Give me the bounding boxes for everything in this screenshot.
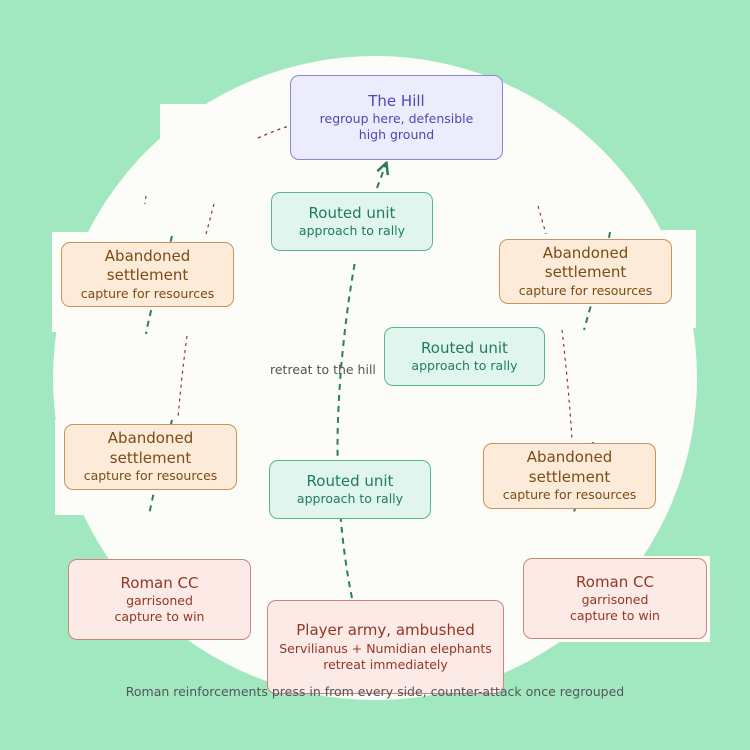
retreat-label: retreat to the hill bbox=[270, 362, 376, 377]
routed-unit-top[interactable]: Routed unit approach to rally bbox=[271, 192, 433, 251]
roman-cc-west-goal: capture to win bbox=[114, 609, 205, 625]
roman-cc-east[interactable]: Roman CC garrisoned capture to win bbox=[523, 558, 707, 639]
settlement-east-desc: capture for resources bbox=[502, 487, 637, 503]
player-army-units: Servilianus + Numidian elephants bbox=[279, 640, 492, 656]
roman-cc-west[interactable]: Roman CC garrisoned capture to win bbox=[68, 559, 251, 640]
settlement-northwest[interactable]: Abandoned settlement capture for resourc… bbox=[61, 242, 234, 307]
hill-desc-line1: regroup here, defensible bbox=[319, 111, 474, 126]
settlement-northwest-title: Abandoned settlement bbox=[104, 246, 191, 285]
player-army[interactable]: Player army, ambushed Servilianus + Numi… bbox=[267, 600, 504, 694]
hill-desc-line2: high ground bbox=[358, 127, 435, 143]
routed-unit-lower-title: Routed unit bbox=[306, 471, 394, 490]
hill-node[interactable]: The Hill regroup here, defensible high g… bbox=[290, 75, 503, 160]
routed-unit-top-title: Routed unit bbox=[308, 203, 396, 222]
roman-cc-west-status: garrisoned bbox=[126, 593, 193, 608]
settlement-northeast-desc: capture for resources bbox=[518, 282, 653, 298]
player-army-order: retreat immediately bbox=[323, 656, 448, 672]
roman-cc-east-status: garrisoned bbox=[581, 592, 649, 607]
settlement-west[interactable]: Abandoned settlement capture for resourc… bbox=[64, 424, 237, 490]
routed-unit-middle[interactable]: Routed unit approach to rally bbox=[384, 327, 545, 386]
hill-approach-arrow bbox=[376, 164, 386, 189]
routed-unit-middle-title: Routed unit bbox=[421, 338, 508, 357]
hill-title: The Hill bbox=[368, 91, 425, 110]
caption: Roman reinforcements press in from every… bbox=[125, 684, 625, 699]
routed-unit-lower-desc: approach to rally bbox=[296, 491, 404, 507]
settlement-east[interactable]: Abandoned settlement capture for resourc… bbox=[483, 443, 656, 509]
roman-cc-east-title: Roman CC bbox=[576, 572, 654, 591]
routed-unit-lower[interactable]: Routed unit approach to rally bbox=[269, 460, 431, 519]
settlement-west-title: Abandoned settlement bbox=[107, 429, 194, 467]
reinforcement-lines bbox=[144, 195, 573, 441]
settlement-northwest-desc: capture for resources bbox=[80, 285, 215, 301]
settlement-northeast-title: Abandoned settlement bbox=[542, 243, 629, 282]
routed-unit-middle-desc: approach to rally bbox=[411, 358, 518, 374]
roman-cc-east-goal: capture to win bbox=[570, 608, 660, 624]
player-army-title: Player army, ambushed bbox=[296, 621, 475, 639]
settlement-northeast[interactable]: Abandoned settlement capture for resourc… bbox=[499, 239, 672, 304]
settlement-east-title: Abandoned settlement bbox=[526, 448, 613, 486]
roman-cc-west-title: Roman CC bbox=[120, 573, 199, 592]
routed-unit-top-desc: approach to rally bbox=[298, 223, 406, 239]
settlement-west-desc: capture for resources bbox=[83, 468, 218, 484]
retreat-route bbox=[336, 261, 356, 599]
